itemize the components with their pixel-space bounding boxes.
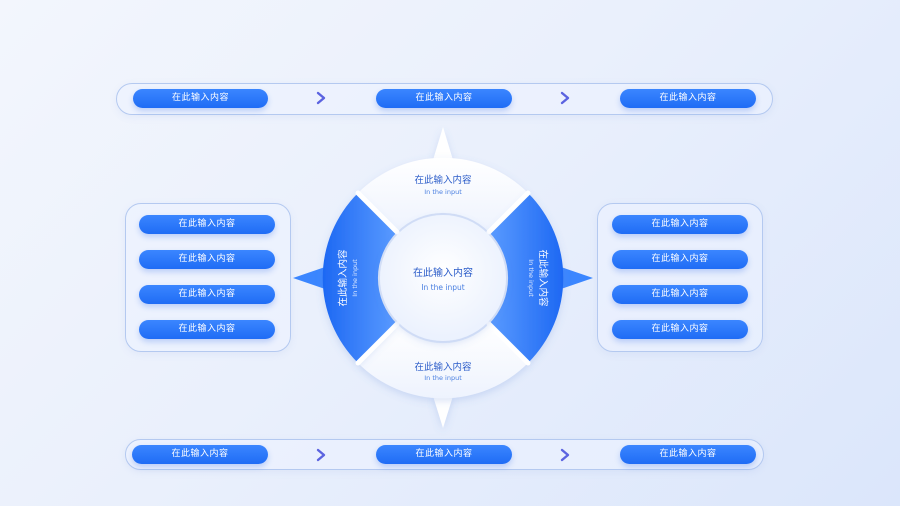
left-pointer-spike xyxy=(293,266,328,290)
right-panel-item-4[interactable]: 在此输入内容 xyxy=(612,320,748,339)
cycle-center-subtitle: In the input xyxy=(421,283,464,292)
cycle-center-title: 在此输入内容 xyxy=(413,266,473,279)
chevron-right-icon xyxy=(560,91,570,105)
top-flow-step-2[interactable]: 在此输入内容 xyxy=(376,89,512,108)
right-pointer-spike xyxy=(558,266,593,290)
bottom-flow-step-3[interactable]: 在此输入内容 xyxy=(620,445,756,464)
cycle-center-hub[interactable] xyxy=(380,215,506,341)
top-flow-step-1[interactable]: 在此输入内容 xyxy=(133,89,268,108)
cycle-segment-left-title: 在此输入内容 xyxy=(337,249,349,307)
bottom-pointer-spike xyxy=(433,396,453,428)
chevron-right-icon xyxy=(316,448,326,462)
segment-separators xyxy=(355,190,531,366)
left-panel-item-2[interactable]: 在此输入内容 xyxy=(139,250,275,269)
cycle-segment-right[interactable] xyxy=(489,193,564,363)
cycle-segment-bottom-title: 在此输入内容 xyxy=(414,361,472,373)
cycle-segment-top-title: 在此输入内容 xyxy=(414,174,472,186)
top-pointer-spike xyxy=(433,127,453,160)
cycle-segment-left-subtitle: In the input xyxy=(351,259,359,297)
left-panel-item-3[interactable]: 在此输入内容 xyxy=(139,285,275,304)
right-panel-item-2[interactable]: 在此输入内容 xyxy=(612,250,748,269)
chevron-right-icon xyxy=(560,448,570,462)
cycle-segment-bottom[interactable] xyxy=(358,324,528,399)
bottom-flow-step-2[interactable]: 在此输入内容 xyxy=(376,445,512,464)
right-panel-item-1[interactable]: 在此输入内容 xyxy=(612,215,748,234)
right-panel-item-3[interactable]: 在此输入内容 xyxy=(612,285,748,304)
cycle-segment-right-title: 在此输入内容 xyxy=(537,249,549,307)
cycle-segment-top[interactable] xyxy=(358,157,528,232)
cycle-segment-right-subtitle: In the input xyxy=(527,259,535,297)
cycle-segment-top-subtitle: In the input xyxy=(424,188,462,196)
top-flow-step-3[interactable]: 在此输入内容 xyxy=(620,89,756,108)
left-panel-item-4[interactable]: 在此输入内容 xyxy=(139,320,275,339)
cycle-segment-left[interactable] xyxy=(322,193,397,363)
bottom-flow-step-1[interactable]: 在此输入内容 xyxy=(132,445,268,464)
cycle-segment-bottom-subtitle: In the input xyxy=(424,374,462,382)
left-panel-item-1[interactable]: 在此输入内容 xyxy=(139,215,275,234)
chevron-right-icon xyxy=(316,91,326,105)
